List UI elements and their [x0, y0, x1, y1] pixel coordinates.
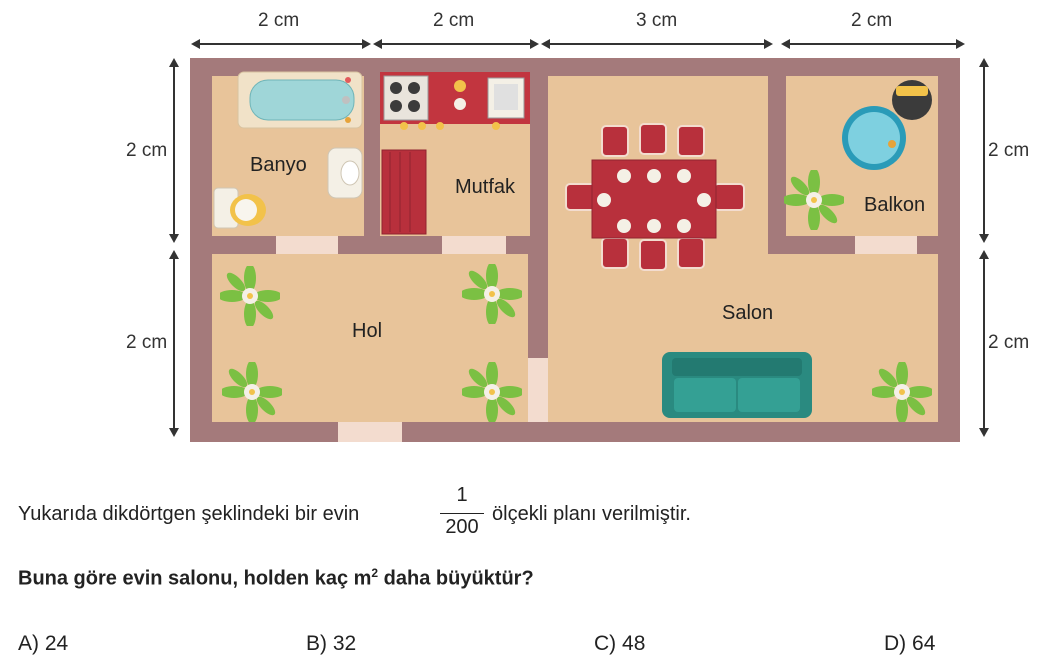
option-value: 24: [44, 632, 69, 655]
room-label-balkon: Balkon: [864, 194, 926, 216]
plant-icon: [220, 266, 280, 326]
plant-icon: [462, 362, 522, 422]
door-entrance: [338, 422, 402, 442]
fraction-denominator: 200: [445, 516, 479, 538]
room-label-banyo: Banyo: [250, 154, 307, 176]
dining-table: [565, 123, 745, 271]
option-label: C): [594, 632, 617, 655]
option-label: B): [306, 632, 327, 655]
fraction-numerator: 1: [456, 484, 468, 506]
plant-icon: [222, 362, 282, 422]
room-label-salon: Salon: [722, 302, 774, 324]
option-label: A): [18, 632, 39, 655]
door-banyo: [276, 236, 338, 254]
room-label-mutfak: Mutfak: [455, 176, 516, 198]
dimension-label: 2 cm: [126, 140, 168, 161]
kitchen-fixtures: [380, 72, 530, 235]
question-prompt: Buna göre evin salonu, holden kaç m2 dah…: [18, 566, 534, 591]
dimension-label: 2 cm: [126, 332, 168, 353]
option-value: 32: [332, 632, 357, 655]
door-balkon: [855, 236, 917, 254]
dimension-label: 2 cm: [988, 332, 1030, 353]
option-b[interactable]: B) 32: [306, 632, 356, 656]
dimension-label: 3 cm: [636, 10, 678, 31]
dimension-label: 2 cm: [258, 10, 300, 31]
prompt-text: Buna göre evin salonu, holden kaç m: [18, 567, 372, 590]
option-c[interactable]: C) 48: [594, 632, 645, 656]
sofa: [662, 352, 812, 418]
door-mutfak: [442, 236, 506, 254]
prompt-text-end: daha büyüktür?: [378, 567, 534, 590]
question-intro-before: Yukarıda dikdörtgen şeklindeki bir evin: [18, 503, 360, 525]
plant-icon: [872, 362, 932, 422]
dimension-label: 2 cm: [851, 10, 893, 31]
dimension-label: 2 cm: [433, 10, 475, 31]
room-label-hol: Hol: [352, 320, 383, 342]
option-d[interactable]: D) 64: [884, 632, 935, 656]
dimension-label: 2 cm: [988, 140, 1030, 161]
plant-icon: [784, 170, 844, 230]
balcony-furniture: [842, 80, 932, 170]
option-value: 48: [622, 632, 646, 655]
option-value: 64: [912, 632, 936, 655]
prompt-superscript: 2: [371, 566, 379, 580]
bathroom-fixtures: [213, 71, 363, 229]
plant-icon: [462, 264, 522, 324]
option-label: D): [884, 632, 907, 655]
option-a[interactable]: A) 24: [18, 632, 68, 656]
question-intro-after: ölçekli planı verilmiştir.: [492, 503, 691, 525]
door-hol-salon: [528, 358, 548, 422]
